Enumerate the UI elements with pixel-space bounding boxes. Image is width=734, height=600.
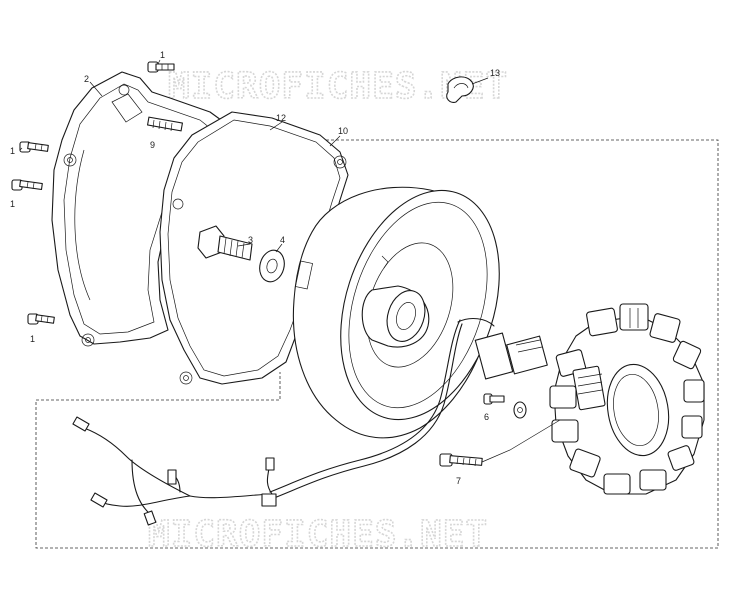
- callout-1-left-lower: 1: [10, 199, 15, 209]
- part-13-clip: [446, 76, 474, 103]
- callout-3: 3: [248, 235, 253, 245]
- callout-1-top: 1: [160, 50, 165, 60]
- callout-2: 2: [84, 74, 89, 84]
- callout-4: 4: [280, 235, 285, 245]
- callout-6: 6: [484, 412, 489, 422]
- group-boundary-lines: [35, 139, 719, 549]
- harness-connector: [261, 493, 277, 507]
- part-6-screw: [483, 393, 527, 419]
- callout-1-left-upper: 1: [10, 146, 15, 156]
- part-9-stud: [147, 116, 183, 132]
- callout-1-bottom: 1: [30, 334, 35, 344]
- leader-lines: [19, 59, 489, 253]
- part-2-outer-cover: [51, 71, 233, 347]
- part-3-bolt: [197, 225, 253, 261]
- callout-9: 9: [150, 140, 155, 150]
- callout-13: 13: [490, 68, 500, 78]
- watermark-bottom: MICROFICHES.NET: [148, 514, 488, 555]
- part-4-washer: [259, 249, 285, 283]
- part-1-screw-left-lower: [11, 179, 43, 191]
- part-1-screw-left-upper: [19, 141, 49, 153]
- callout-10: 10: [338, 126, 348, 136]
- stator: [549, 303, 705, 495]
- wiring-harness: [72, 317, 548, 526]
- part-1-screw-bottom: [27, 313, 55, 325]
- callout-12: 12: [276, 113, 286, 123]
- callout-labels: 1 2 1 1 1 9 12 10 3 4 13 6 7: [10, 50, 500, 486]
- callout-7: 7: [456, 476, 461, 486]
- part-1-screw-top: [147, 61, 175, 73]
- part-7-bolt: [439, 419, 561, 467]
